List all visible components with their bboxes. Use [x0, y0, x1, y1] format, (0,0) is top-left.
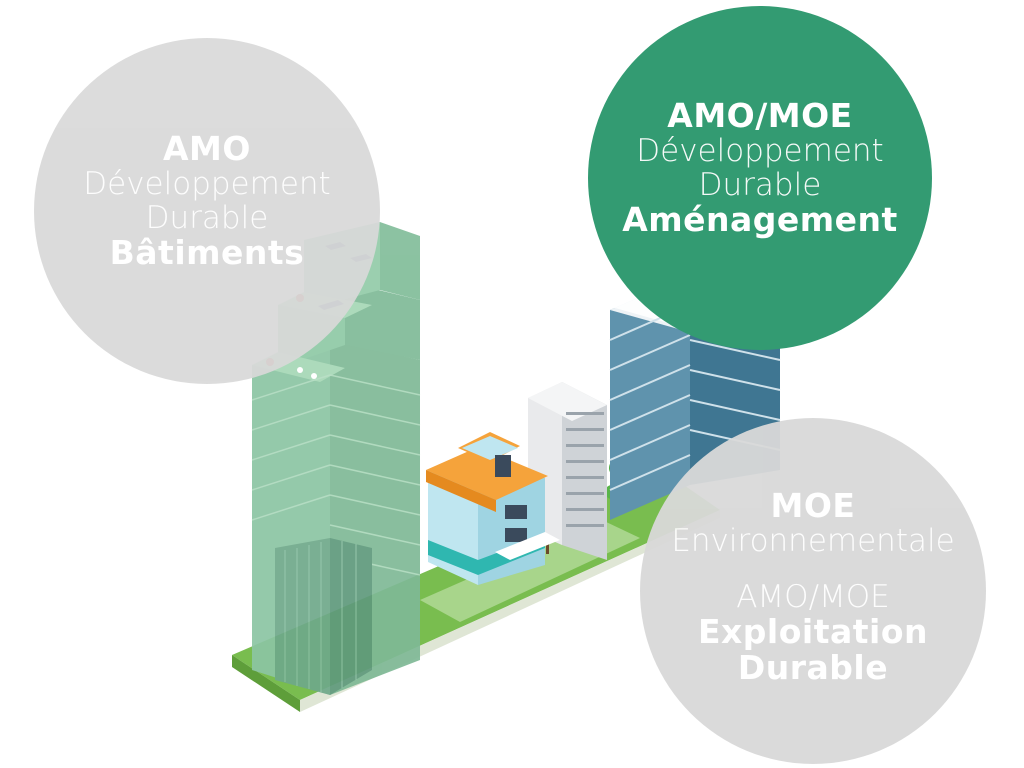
green-tower	[251, 222, 421, 695]
bubble-amo-line2: Durable	[145, 200, 269, 236]
bubble-moe-line4: Durable	[737, 648, 889, 687]
bubble-moe-exploitation: MOE Environnementale AMO/MOE Exploitatio…	[640, 418, 986, 764]
bubble-amo-moe-text: AMO/MOE Développement Durable Aménagemen…	[622, 98, 898, 238]
bubble-amo-moe-title: AMO/MOE	[667, 96, 853, 135]
bubble-amo-text: AMO Développement Durable Bâtiments	[83, 131, 330, 271]
bubble-moe-line2: AMO/MOE	[736, 579, 890, 615]
bubble-amo-moe-line2: Durable	[698, 167, 822, 203]
bubble-amo-moe-line1: Développement	[636, 133, 884, 169]
bubble-moe-title: MOE	[770, 486, 856, 525]
bubble-amo-line3: Bâtiments	[109, 233, 305, 272]
bubble-amo-line1: Développement	[83, 166, 331, 202]
grass-plot-edge	[232, 655, 300, 712]
bubble-moe-line1: Environnementale	[671, 523, 955, 559]
bubble-amo-title: AMO	[163, 129, 251, 168]
bubble-moe-line3: Exploitation	[697, 612, 929, 651]
bubble-amo-moe-amenagement: AMO/MOE Développement Durable Aménagemen…	[588, 6, 932, 350]
house	[426, 432, 560, 585]
bubble-amo-batiments: AMO Développement Durable Bâtiments	[34, 38, 380, 384]
bubble-moe-text: MOE Environnementale AMO/MOE Exploitatio…	[671, 488, 954, 686]
bubble-amo-moe-line3: Aménagement	[622, 200, 898, 239]
